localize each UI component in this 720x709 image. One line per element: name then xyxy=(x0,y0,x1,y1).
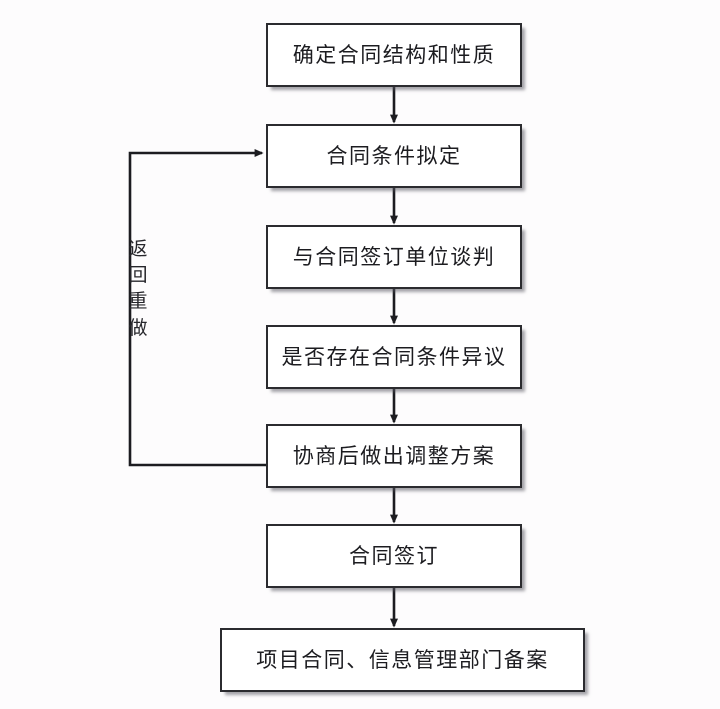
loop-label-char-2: 回 xyxy=(128,264,148,287)
node-determine-contract-structure[interactable]: 确定合同结构和性质 xyxy=(266,23,522,87)
node-file-with-departments[interactable]: 项目合同、信息管理部门备案 xyxy=(220,628,585,692)
node-negotiate-with-counterparty[interactable]: 与合同签订单位谈判 xyxy=(266,225,522,289)
loop-label-char-3: 重 xyxy=(128,290,148,313)
node-label: 协商后做出调整方案 xyxy=(292,443,496,468)
node-label: 确定合同结构和性质 xyxy=(292,42,496,67)
node-label: 与合同签订单位谈判 xyxy=(292,244,496,269)
node-check-terms-objection[interactable]: 是否存在合同条件异议 xyxy=(266,325,522,389)
loop-label-char-4: 做 xyxy=(128,316,148,339)
node-label: 项目合同、信息管理部门备案 xyxy=(256,647,549,672)
node-label: 是否存在合同条件异议 xyxy=(281,344,507,369)
loop-label-char-1: 返 xyxy=(128,238,148,260)
node-label: 合同条件拟定 xyxy=(326,143,462,168)
node-sign-contract[interactable]: 合同签订 xyxy=(266,524,522,588)
connector-feedback-loop xyxy=(128,149,266,467)
node-label: 合同签订 xyxy=(349,543,439,568)
node-make-adjustment-plan[interactable]: 协商后做出调整方案 xyxy=(266,424,522,488)
node-draft-contract-terms[interactable]: 合同条件拟定 xyxy=(266,124,522,188)
feedback-loop-label: 返 回 重 做 xyxy=(126,236,150,341)
